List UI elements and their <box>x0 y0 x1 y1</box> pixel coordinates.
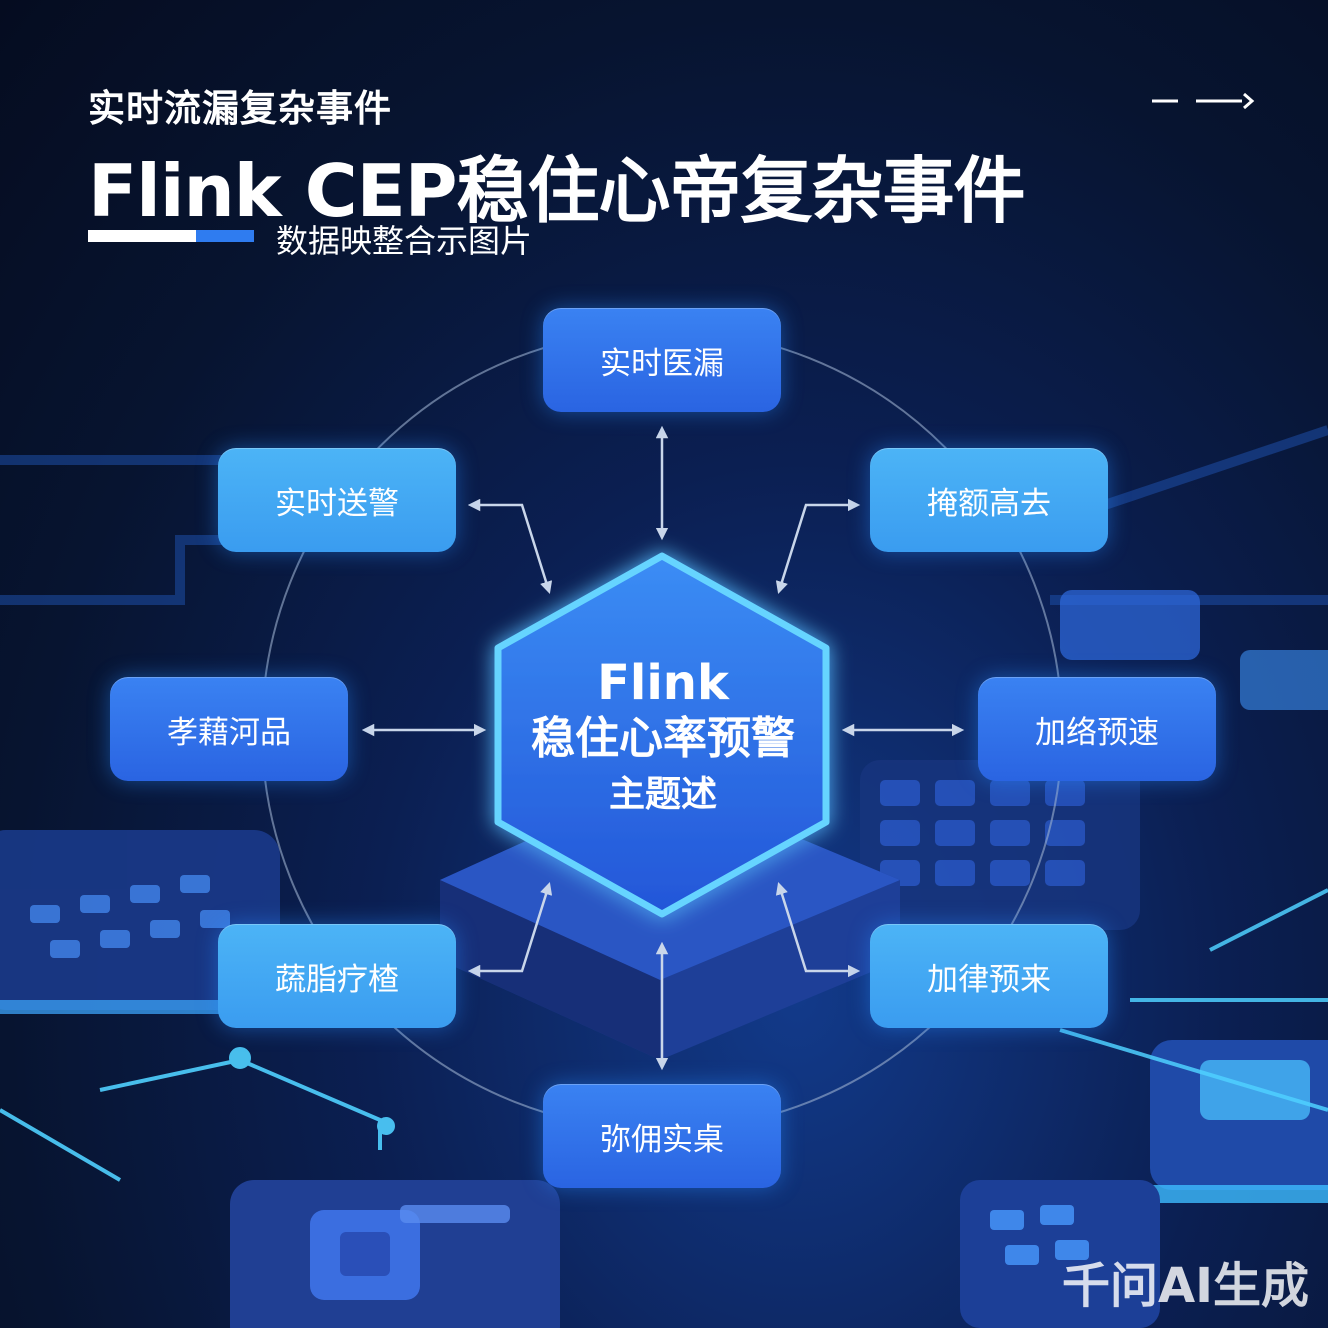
node-upper-right: 掩额高去 <box>870 448 1108 552</box>
accent-bar <box>88 230 254 242</box>
node-left: 孝藉河品 <box>110 677 348 781</box>
connector-lower-left <box>467 882 553 978</box>
header-top-line: 实时流漏复杂事件 <box>88 87 392 130</box>
page-caption: 数据映整合示图片 <box>276 222 533 260</box>
connector-lower-right <box>775 882 861 978</box>
hub-title: Flink <box>597 655 729 711</box>
watermark: 千问AI生成 <box>1062 1258 1310 1314</box>
node-upper-left: 实时送警 <box>218 448 456 552</box>
hub-subtitle: 稳住心率预警 <box>531 713 795 764</box>
node-bottom: 弥佣实桌 <box>543 1084 781 1188</box>
connector-upper-right <box>775 498 861 594</box>
page-title: Flink CEP稳住心帝复杂事件 <box>88 149 1026 233</box>
header: 实时流漏复杂事件 <box>88 78 392 132</box>
node-top: 实时医漏 <box>543 308 781 412</box>
node-lower-right: 加律预来 <box>870 924 1108 1028</box>
node-right: 加络预速 <box>978 677 1216 781</box>
hub-topic: 主题述 <box>608 774 717 815</box>
connector-upper-left <box>467 498 553 594</box>
node-lower-left: 蔬脂疗楂 <box>218 924 456 1028</box>
arrow-right-icon <box>1152 92 1255 110</box>
hub-hexagon: Flink 稳住心率预警 主题述 <box>508 655 818 823</box>
